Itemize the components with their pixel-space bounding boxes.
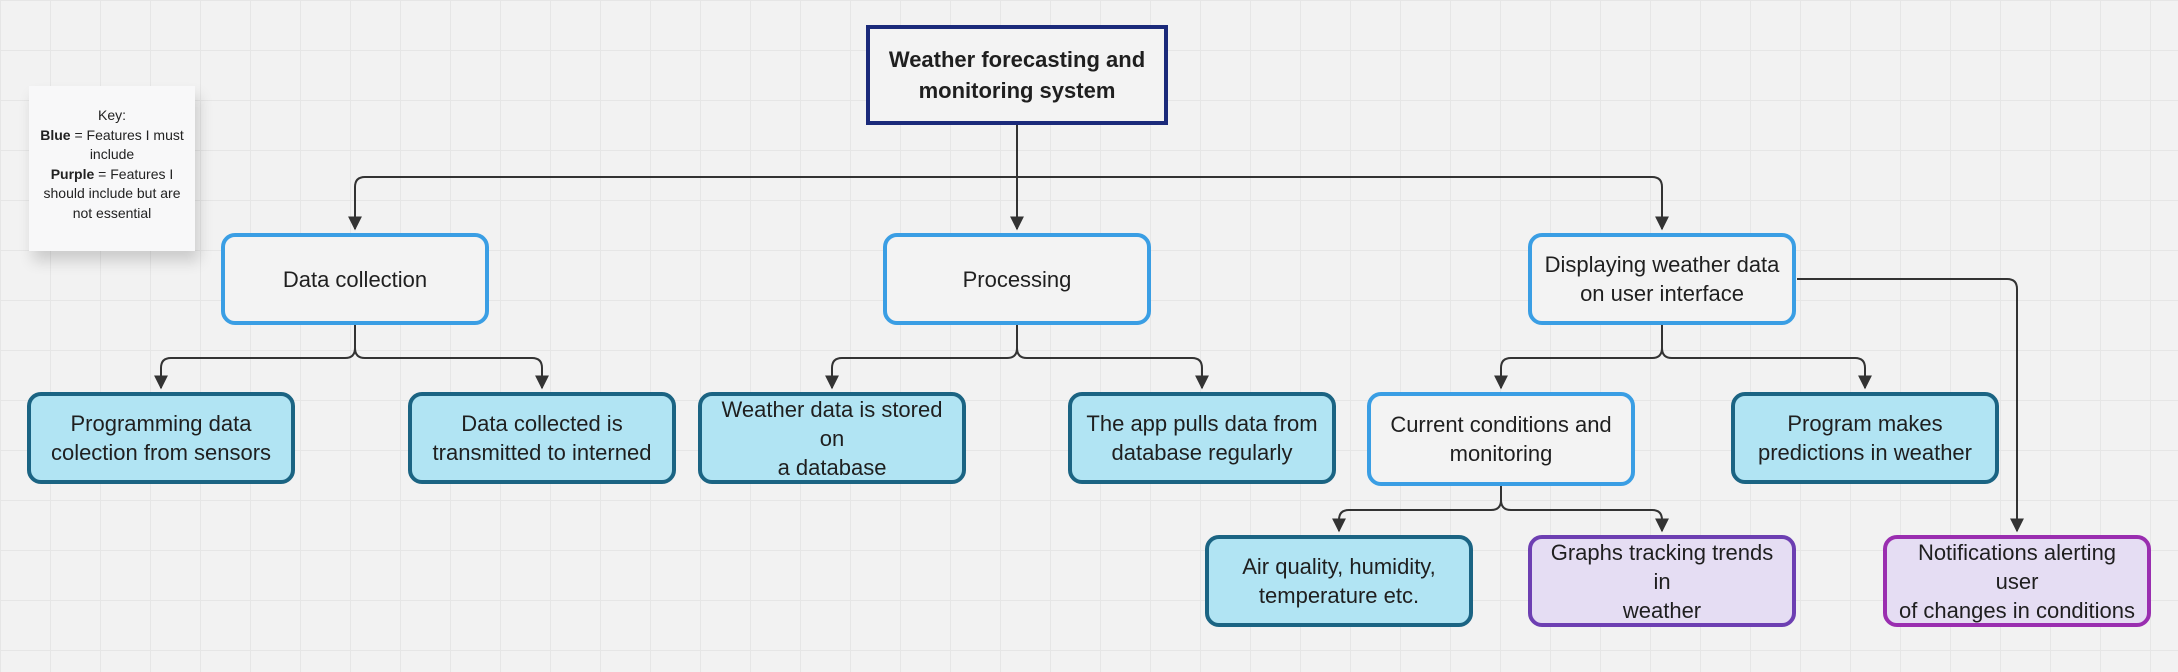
connector-current-air <box>1332 486 1502 533</box>
node-data-collection[interactable]: Data collection <box>221 233 489 325</box>
node-programming-data[interactable]: Programming data colection from sensors <box>27 392 295 484</box>
key-purple-label: Purple <box>50 165 95 182</box>
connector-collection-programming <box>154 325 356 390</box>
connector-display-current <box>1494 325 1663 390</box>
key-blue-text: = Features I must include <box>70 126 184 163</box>
key-blue-entry: Blue = Features I must include <box>37 126 187 165</box>
connector-root-display <box>1017 176 1669 231</box>
node-display[interactable]: Displaying weather data on user interfac… <box>1528 233 1796 325</box>
node-app-pulls-label: The app pulls data from database regular… <box>1086 411 1318 465</box>
node-display-label: Displaying weather data on user interfac… <box>1544 252 1780 306</box>
root-title: Weather forecasting and monitoring syste… <box>888 47 1146 103</box>
connector-root-data-collection <box>348 176 1017 231</box>
key-heading: Key: <box>97 107 126 123</box>
key-purple-text: = Features I should include but are not … <box>43 165 181 221</box>
node-processing[interactable]: Processing <box>883 233 1151 325</box>
node-notifications[interactable]: Notifications alerting user of changes i… <box>1883 535 2151 627</box>
node-data-transmitted-label: Data collected is transmitted to interne… <box>432 411 652 465</box>
connector-display-notifications <box>1797 278 2024 533</box>
key-purple-entry: Purple = Features I should include but a… <box>37 165 187 224</box>
connector-processing-stored <box>825 325 1018 390</box>
node-data-collection-label: Data collection <box>282 266 428 292</box>
node-current-conditions-label: Current conditions and monitoring <box>1390 412 1612 466</box>
node-graphs-label: Graphs tracking trends in weather <box>1550 539 1774 623</box>
node-programming-data-label: Programming data colection from sensors <box>50 411 272 465</box>
connector-processing-app <box>1016 325 1209 390</box>
node-app-pulls[interactable]: The app pulls data from database regular… <box>1068 392 1336 484</box>
connector-current-graphs <box>1500 486 1669 533</box>
root-node[interactable]: Weather forecasting and monitoring syste… <box>866 25 1168 125</box>
node-predictions[interactable]: Program makes predictions in weather <box>1731 392 1999 484</box>
node-graphs[interactable]: Graphs tracking trends in weather <box>1528 535 1796 627</box>
node-data-transmitted[interactable]: Data collected is transmitted to interne… <box>408 392 676 484</box>
node-air-quality[interactable]: Air quality, humidity, temperature etc. <box>1205 535 1473 627</box>
key-blue-label: Blue <box>40 126 71 143</box>
connector-display-predictions <box>1661 325 1872 390</box>
node-stored-database[interactable]: Weather data is stored on a database <box>698 392 966 484</box>
node-stored-database-label: Weather data is stored on a database <box>721 396 943 480</box>
connector-collection-transmitted <box>354 325 549 390</box>
node-predictions-label: Program makes predictions in weather <box>1757 411 1972 465</box>
node-processing-label: Processing <box>962 266 1072 292</box>
node-notifications-label: Notifications alerting user of changes i… <box>1898 539 2136 623</box>
node-current-conditions[interactable]: Current conditions and monitoring <box>1367 392 1635 486</box>
key-legend-note: Key: Blue = Features I must include Purp… <box>29 86 195 251</box>
node-air-quality-label: Air quality, humidity, temperature etc. <box>1242 554 1436 608</box>
